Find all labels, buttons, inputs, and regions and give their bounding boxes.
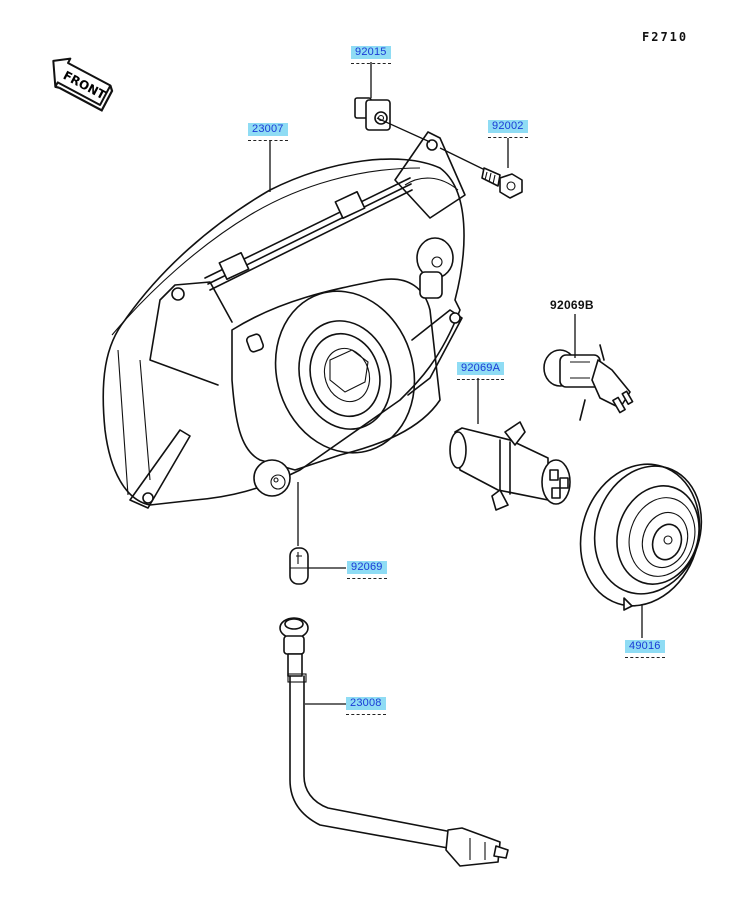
bulb-92069a[interactable] bbox=[449, 421, 571, 511]
position-bulb-92069[interactable] bbox=[289, 547, 309, 585]
part-label-92002[interactable]: 92002 bbox=[488, 120, 528, 138]
reference-code: F2710 bbox=[642, 30, 689, 44]
part-label-23007[interactable]: 23007 bbox=[248, 123, 288, 141]
dust-cover-49016[interactable] bbox=[563, 449, 718, 622]
bolt-92002[interactable] bbox=[439, 147, 523, 199]
part-label-92069a[interactable]: 92069A bbox=[457, 362, 505, 380]
headlight-assembly[interactable] bbox=[102, 131, 466, 509]
part-label-92069b[interactable]: 92069B bbox=[550, 298, 594, 312]
part-label-92015[interactable]: 92015 bbox=[351, 46, 391, 64]
part-label-49016[interactable]: 49016 bbox=[625, 640, 665, 658]
socket-wire-23008[interactable] bbox=[279, 617, 509, 867]
leader-lines bbox=[269, 62, 643, 705]
bulb-92069b[interactable] bbox=[543, 344, 634, 421]
front-arrow-icon: FRONT bbox=[52, 57, 114, 112]
part-label-92069[interactable]: 92069 bbox=[347, 561, 387, 579]
clip-nut-92015[interactable] bbox=[354, 97, 431, 143]
part-label-23008[interactable]: 23008 bbox=[346, 697, 386, 715]
